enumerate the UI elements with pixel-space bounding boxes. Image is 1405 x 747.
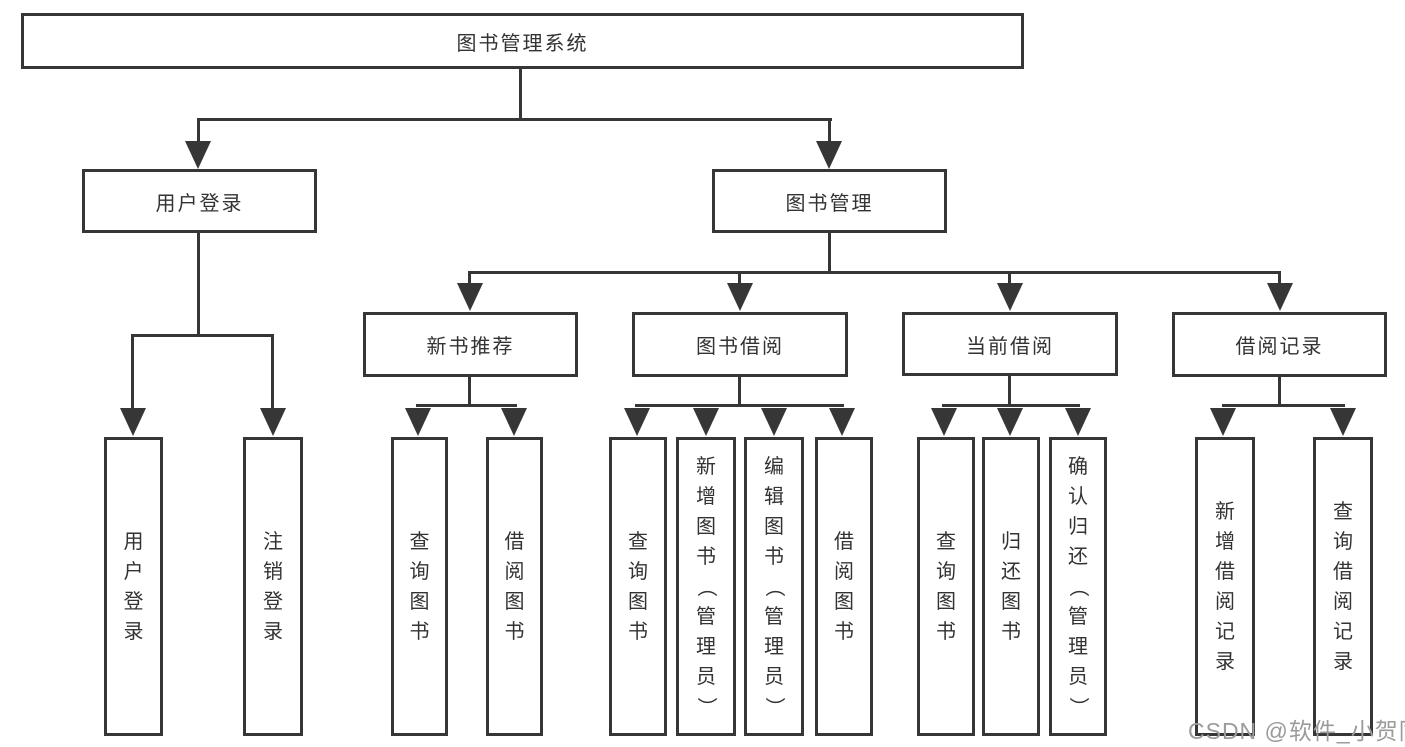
connector-bookmgmt-down: [828, 230, 831, 274]
leaf-query-books-borrowing: 查询图书: [609, 437, 667, 736]
arrowhead-query-books-2: [624, 408, 650, 436]
arrowhead-query-record: [1330, 408, 1356, 436]
arrowhead-userlogin: [185, 141, 211, 169]
connector-borrowrecords-down: [1278, 374, 1281, 407]
connector-root-bar: [197, 118, 832, 121]
connector-bookborrow-down: [738, 374, 741, 407]
leaf-add-borrow-record: 新增借阅记录: [1195, 437, 1255, 736]
node-current-borrowing: 当前借阅: [902, 312, 1118, 376]
node-current-borrowing-label: 当前借阅: [966, 335, 1054, 358]
arrowhead-bookborrow: [727, 283, 753, 311]
connector-bookmgmt-stem: [828, 118, 831, 145]
connector-currentborrow-stem: [1008, 271, 1011, 285]
node-borrowing-records: 借阅记录: [1172, 312, 1387, 377]
connector-userlogin-stem: [197, 118, 200, 145]
leaf-query-books-recommend: 查询图书: [391, 437, 448, 736]
connector-bookborrow-stem: [738, 271, 741, 285]
connector-root-stub: [519, 66, 522, 121]
arrowhead-confirm-return: [1065, 408, 1091, 436]
node-user-login: 用户登录: [82, 169, 317, 233]
connector-userlogin-bar: [131, 334, 274, 337]
node-book-borrowing-label: 图书借阅: [696, 336, 784, 358]
connector-leaf-logout-stem: [271, 334, 274, 410]
arrowhead-query-books-1: [405, 408, 431, 436]
leaf-confirm-return-admin: 确认归还（管理员）: [1049, 437, 1107, 736]
node-user-login-label: 用户登录: [155, 192, 244, 215]
arrowhead-borrow-books-2: [829, 408, 855, 436]
arrowhead-currentborrow: [997, 283, 1023, 311]
node-root-label: 图书管理系统: [456, 32, 589, 55]
arrowhead-add-books: [693, 408, 719, 436]
arrowhead-edit-books: [761, 408, 787, 436]
arrowhead-add-record: [1210, 408, 1236, 436]
connector-leaf-userlogin-stem: [131, 334, 134, 410]
connector-currentborrow-down: [1008, 374, 1011, 407]
leaf-query-books-current: 查询图书: [917, 437, 975, 736]
connector-borrowrecords-bar: [1222, 404, 1345, 407]
connector-bookborrow-bar: [635, 404, 844, 407]
node-borrowing-records-label: 借阅记录: [1235, 336, 1324, 358]
arrowhead-borrowrecords: [1267, 283, 1293, 311]
connector-userlogin-down: [197, 230, 200, 337]
leaf-return-books: 归还图书: [982, 437, 1040, 736]
connector-newbookrec-down: [468, 374, 471, 407]
arrowhead-borrow-books-1: [501, 408, 527, 436]
arrowhead-query-books-3: [931, 408, 957, 436]
arrowhead-bookmgmt: [816, 141, 842, 169]
connector-borrowrecords-stem: [1278, 271, 1281, 285]
leaf-logout: 注销登录: [243, 437, 303, 736]
leaf-query-borrow-record: 查询借阅记录: [1313, 437, 1373, 736]
leaf-edit-books-admin: 编辑图书（管理员）: [744, 437, 804, 736]
leaf-borrow-books-recommend: 借阅图书: [486, 437, 543, 736]
connector-newbookrec-stem: [468, 271, 471, 285]
node-book-management-label: 图书管理: [785, 192, 874, 215]
connector-currentborrow-bar: [942, 404, 1080, 407]
arrowhead-newbookrec: [457, 283, 483, 311]
leaf-borrow-books-borrowing: 借阅图书: [815, 437, 873, 736]
arrowhead-return-books: [997, 408, 1023, 436]
leaf-user-login: 用户登录: [104, 437, 163, 736]
node-root: 图书管理系统: [21, 13, 1024, 69]
csdn-watermark: CSDN @软件_小贺同学: [1188, 718, 1405, 744]
connector-bookmgmt-bar: [468, 271, 1281, 274]
arrowhead-leaf-userlogin: [120, 408, 146, 436]
arrowhead-leaf-logout: [260, 408, 286, 436]
node-book-borrowing: 图书借阅: [632, 312, 848, 377]
connector-newbookrec-bar: [416, 404, 517, 407]
leaf-add-books-admin: 新增图书（管理员）: [676, 437, 736, 736]
node-new-book-recommend: 新书推荐: [363, 312, 578, 377]
node-new-book-recommend-label: 新书推荐: [426, 336, 515, 358]
node-book-management: 图书管理: [712, 169, 947, 233]
